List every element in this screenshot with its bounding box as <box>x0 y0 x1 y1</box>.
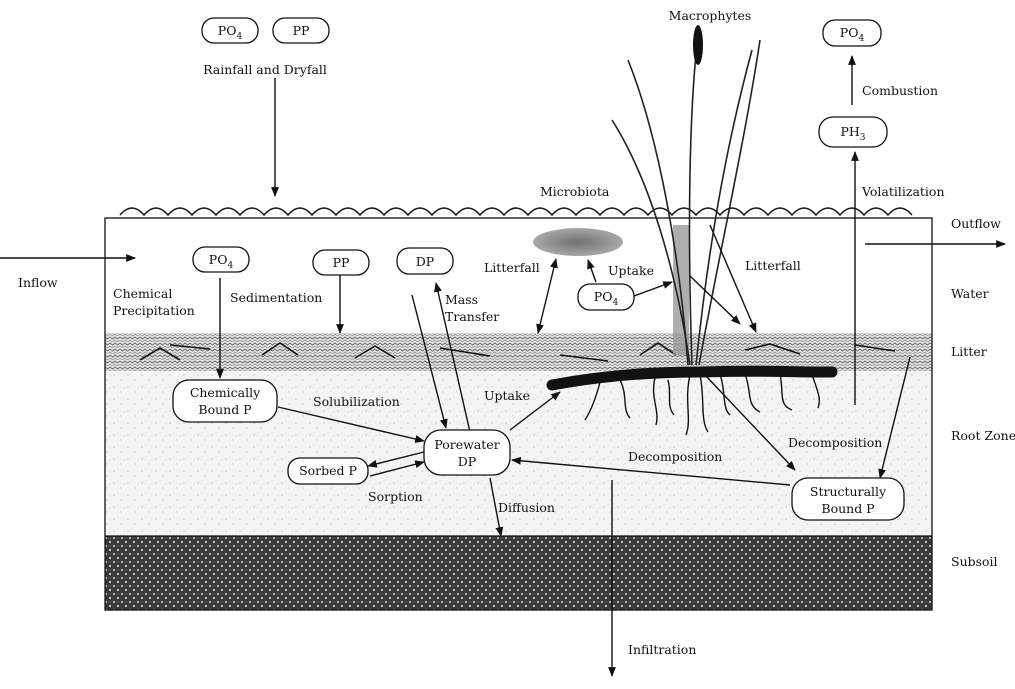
litter-layer-label: Litter <box>951 344 987 359</box>
dp-water-label: DP <box>416 254 434 269</box>
rainfall-label: Rainfall and Dryfall <box>203 62 327 77</box>
water-surface <box>120 208 912 215</box>
water-layer <box>105 218 932 333</box>
root-zone-layer-label: Root Zone <box>951 428 1015 443</box>
chemical-precipitation-label-2: Precipitation <box>113 303 195 318</box>
litterfall-right-label: Litterfall <box>745 258 801 273</box>
macrophytes-label: Macrophytes <box>669 8 752 23</box>
subsoil-layer <box>105 536 932 610</box>
water-layer-label: Water <box>951 286 989 301</box>
mass-transfer-label-2: Transfer <box>445 309 499 324</box>
combustion-label: Combustion <box>862 83 938 98</box>
microbiota-cloud <box>533 228 623 256</box>
sorbed-p-label: Sorbed P <box>299 463 357 478</box>
chemically-bound-line1: Chemically <box>190 385 261 400</box>
outflow-label: Outflow <box>951 216 1001 231</box>
litterfall-left-label: Litterfall <box>484 260 540 275</box>
structurally-bound-line2: Bound P <box>821 501 874 516</box>
uptake-mid-label: Uptake <box>484 388 530 403</box>
porewater-dp-line1: Porewater <box>434 437 499 452</box>
chemically-bound-line2: Bound P <box>198 402 251 417</box>
porewater-dp-line2: DP <box>458 454 476 469</box>
chemical-precipitation-label-1: Chemical <box>113 286 172 301</box>
pp-rain-label: PP <box>293 23 310 38</box>
sedimentation-label: Sedimentation <box>230 290 322 305</box>
cattail-head <box>693 25 703 65</box>
pp-water-label: PP <box>333 255 350 270</box>
solubilization-label: Solubilization <box>313 394 400 409</box>
infiltration-label: Infiltration <box>628 642 696 657</box>
diffusion-label: Diffusion <box>498 500 555 515</box>
decomposition-mid-label: Decomposition <box>628 449 722 464</box>
volatilization-label: Volatilization <box>861 184 945 199</box>
sorption-label: Sorption <box>368 489 423 504</box>
decomposition-right-label: Decomposition <box>788 435 882 450</box>
structurally-bound-line1: Structurally <box>810 484 887 499</box>
microbiota-label: Microbiota <box>540 184 610 199</box>
mass-transfer-label-1: Mass <box>445 292 478 307</box>
inflow-label: Inflow <box>18 275 58 290</box>
litter-layer <box>105 333 932 371</box>
subsoil-layer-label: Subsoil <box>951 554 998 569</box>
uptake-top-label: Uptake <box>608 263 654 278</box>
